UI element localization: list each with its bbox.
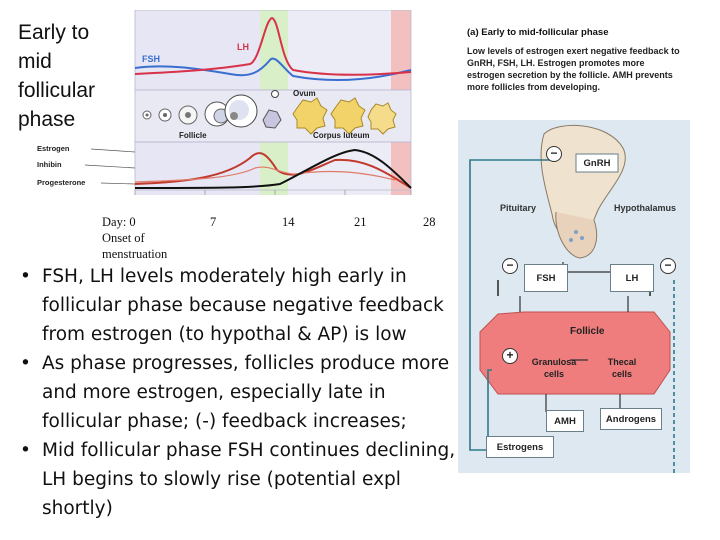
lh-box: LH bbox=[610, 264, 654, 292]
estrogens-box: Estrogens bbox=[486, 436, 554, 458]
follicle-label: Follicle bbox=[570, 326, 605, 337]
day-14-label: 14 bbox=[282, 215, 295, 229]
negative-feedback-icon: − bbox=[502, 258, 518, 274]
estrogen-graph-label: Estrogen bbox=[37, 144, 70, 153]
gnrh-box bbox=[575, 153, 619, 173]
onset-of-menstruation: Onset of menstruation bbox=[102, 231, 168, 261]
day-21-label: 21 bbox=[354, 215, 367, 229]
fsh-graph-label: FSH bbox=[142, 54, 160, 64]
day-7-label: 7 bbox=[210, 215, 217, 229]
corpus-luteum-label: Corpus luteum bbox=[313, 131, 369, 140]
feedback-diagram-panel: (a) Early to mid-follicular phase Low le… bbox=[458, 18, 690, 473]
day-28-label: 28 bbox=[423, 215, 436, 229]
steroid-panel bbox=[134, 141, 412, 191]
hypothalamus-label: Hypothalamus bbox=[614, 203, 677, 213]
fsh-box: FSH bbox=[524, 264, 568, 292]
lh-graph-label: LH bbox=[237, 42, 249, 52]
follicle-stages bbox=[142, 90, 282, 129]
fsh-curve bbox=[134, 57, 412, 81]
lh-curve bbox=[134, 16, 412, 76]
feedback-diagram bbox=[469, 124, 675, 473]
corpus-luteum-stages bbox=[292, 97, 397, 135]
thecal-cells-label: Thecal cells bbox=[607, 357, 637, 379]
bullet-item: As phase progresses, follicles produce m… bbox=[18, 349, 463, 436]
panel-header: (a) Early to mid-follicular phase Low le… bbox=[458, 18, 690, 120]
hormone-cycle-graph: FSH LH Ovum Follicle Corpus luteum Estro… bbox=[37, 10, 412, 195]
bullet-item: Mid follicular phase FSH continues decli… bbox=[18, 436, 463, 523]
bullet-list: FSH, LH levels moderately high early in … bbox=[18, 262, 463, 523]
pituitary-shape bbox=[555, 211, 598, 259]
slide-title: Early to mid follicular phase bbox=[18, 21, 96, 131]
negative-feedback-icon: − bbox=[546, 146, 562, 162]
follicle-shape bbox=[479, 311, 671, 395]
gnrh-label: GnRH bbox=[583, 157, 611, 169]
progesterone-curve bbox=[134, 148, 412, 189]
bullet-item: FSH, LH levels moderately high early in … bbox=[18, 262, 463, 349]
negative-feedback-icon: − bbox=[660, 258, 676, 274]
inhibin-graph-label: Inhibin bbox=[37, 160, 62, 169]
panel-description: Low levels of estrogen exert negative fe… bbox=[467, 46, 680, 92]
follicle-graph-label: Follicle bbox=[179, 131, 207, 140]
day-0-label: Day: 0 Onset of menstruation bbox=[102, 215, 168, 261]
androgens-box: Androgens bbox=[600, 408, 662, 430]
amh-box: AMH bbox=[546, 410, 584, 432]
positive-feedback-icon: + bbox=[502, 348, 518, 364]
granulosa-cells-label: Granulosa cells bbox=[531, 357, 577, 379]
ovum-label: Ovum bbox=[293, 89, 316, 98]
inhibin-curve bbox=[134, 166, 396, 183]
progesterone-graph-label: Progesterone bbox=[37, 178, 85, 187]
pituitary-label: Pituitary bbox=[500, 203, 537, 213]
day-ticks bbox=[134, 190, 412, 195]
panel-title: (a) Early to mid-follicular phase bbox=[467, 27, 609, 38]
